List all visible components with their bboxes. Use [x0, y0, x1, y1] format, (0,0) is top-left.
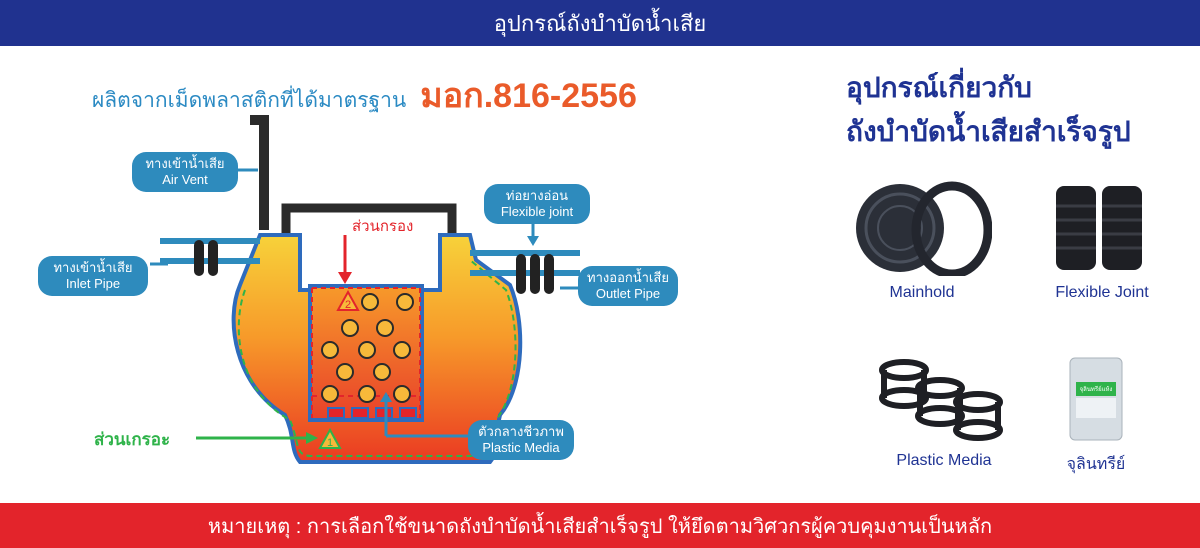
product-label: จุลินทรีย์: [1066, 456, 1126, 473]
product-label: Plastic Media: [896, 452, 992, 469]
air-vent-tag-en: Air Vent: [162, 172, 208, 187]
inlet-tag: ทางเข้าน้ำเสีย Inlet Pipe: [38, 256, 148, 296]
air-vent-tag: ทางเข้าน้ำเสีย Air Vent: [132, 152, 238, 192]
product-microbes: จุลินทรีย์: [1036, 352, 1156, 477]
outlet-tag-en: Outlet Pipe: [595, 286, 661, 301]
plastic-media-tag-th: ตัวกลางชีวภาพ: [478, 424, 564, 439]
header-bar: อุปกรณ์ถังบำบัดน้ำเสีย: [0, 0, 1200, 46]
filter-label: ส่วนกรอง: [352, 218, 414, 235]
plastic-media-tag: ตัวกลางชีวภาพ Plastic Media: [468, 420, 574, 460]
inlet-pipe: [160, 238, 260, 276]
media-balls: [321, 293, 414, 403]
bag-label-text: จุลินทรีย์แห้ง: [1079, 387, 1113, 393]
plastic-media-tag-en: Plastic Media: [482, 440, 560, 455]
outlet-tag: ทางออกน้ำเสีย Outlet Pipe: [578, 266, 678, 306]
microbe-bag-icon: [1069, 357, 1123, 441]
product-mainhold: Mainhold: [852, 180, 993, 302]
footer-note: หมายเหตุ : การเลือกใช้ขนาดถังบำบัดน้ำเสี…: [207, 515, 993, 538]
filter-marker-icon: [336, 289, 360, 311]
product-plastic-media: Plastic Media: [874, 352, 1014, 470]
flexible-joint-tag-en: Flexible joint: [500, 204, 574, 219]
outlet-tag-th: ทางออกน้ำเสีย: [587, 270, 669, 285]
inlet-tag-en: Inlet Pipe: [65, 276, 121, 291]
standard-text: ผลิตจากเม็ดพลาสติกที่ได้มาตรฐาน: [92, 89, 407, 112]
flexible-joint-tag-th: ท่อยางอ่อน: [505, 188, 569, 203]
top-frame: [281, 203, 457, 235]
manhole-cover-icon: [856, 181, 993, 279]
accessories-title: อุปกรณ์เกี่ยวกับ ถังบำบัดน้ำเสียสำเร็จรู…: [846, 66, 1176, 154]
tank-illustration: 2 1: [150, 115, 580, 464]
air-vent-pipe: [250, 115, 269, 230]
sediment-marker-icon: [318, 427, 342, 449]
flexible-joint-icon: [1056, 186, 1142, 270]
septic-tank-diagram: 2 1 ทางเข้าน้ำเสีย Air Vent ทางเข้าน้ำเส…: [0, 100, 720, 500]
product-label: Mainhold: [889, 284, 955, 301]
standard-code: มอก.816-2556: [420, 77, 637, 115]
air-vent-tag-th: ทางเข้าน้ำเสีย: [145, 156, 225, 171]
product-label: Flexible Joint: [1055, 284, 1149, 301]
outlet-pipe: [470, 250, 580, 294]
sediment-label: ส่วนเกรอะ: [94, 430, 171, 449]
accessories-title-line1: อุปกรณ์เกี่ยวกับ: [846, 72, 1032, 103]
filter-marker-number: 2: [345, 299, 351, 311]
product-flexible-joint: Flexible Joint: [1032, 180, 1172, 302]
footer-bar: หมายเหตุ : การเลือกใช้ขนาดถังบำบัดน้ำเสี…: [0, 503, 1200, 548]
plastic-media-icon: [879, 359, 1003, 441]
standard-line: ผลิตจากเม็ดพลาสติกที่ได้มาตรฐาน มอก.816-…: [92, 68, 637, 122]
inlet-tag-th: ทางเข้าน้ำเสีย: [53, 260, 133, 275]
page-title: อุปกรณ์ถังบำบัดน้ำเสีย: [493, 10, 707, 36]
sediment-marker-number: 1: [327, 437, 333, 449]
flexible-joint-tag: ท่อยางอ่อน Flexible joint: [484, 184, 590, 224]
accessories-title-line2: ถังบำบัดน้ำเสียสำเร็จรูป: [846, 116, 1131, 147]
